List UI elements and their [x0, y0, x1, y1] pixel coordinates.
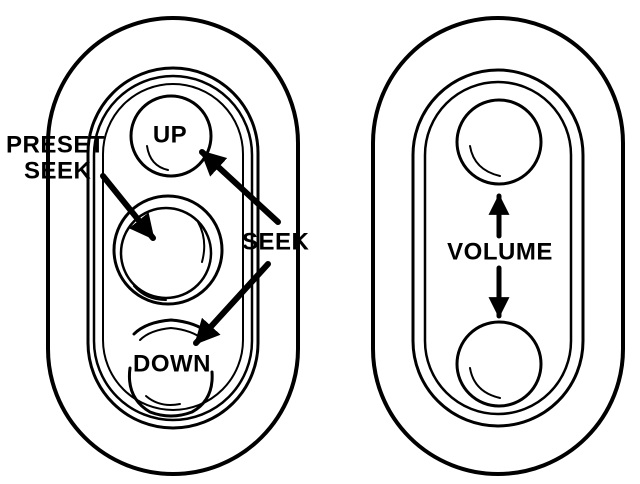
- preset-seek-button[interactable]: [112, 194, 224, 306]
- right-pod-bezel: [411, 68, 585, 428]
- down-label: DOWN: [133, 350, 211, 377]
- seek-label: SEEK: [242, 228, 310, 255]
- right-pod-button-panel: [423, 80, 573, 416]
- preset-label-line1: PRESET: [6, 131, 105, 158]
- left-pod-bezel: [86, 66, 260, 430]
- left-control-pod: [46, 16, 300, 476]
- callout-arrows: [100, 149, 281, 346]
- volume-down-button[interactable]: [455, 320, 543, 408]
- right-control-pod: [371, 16, 625, 476]
- volume-up-button[interactable]: [455, 98, 543, 186]
- arrow-icon: [199, 149, 281, 225]
- arrow-icon: [100, 173, 156, 241]
- arrow-icon: [193, 261, 271, 346]
- up-button[interactable]: [129, 94, 213, 178]
- preset-label-line2: SEEK: [24, 157, 92, 184]
- up-label: UP: [153, 121, 187, 148]
- volume-label: VOLUME: [447, 238, 553, 265]
- right-pod-outer-housing: [371, 16, 625, 476]
- left-pod-outer-housing: [46, 16, 300, 476]
- left-pod-bezel-inner: [92, 74, 254, 422]
- left-pod-button-panel: [102, 83, 244, 411]
